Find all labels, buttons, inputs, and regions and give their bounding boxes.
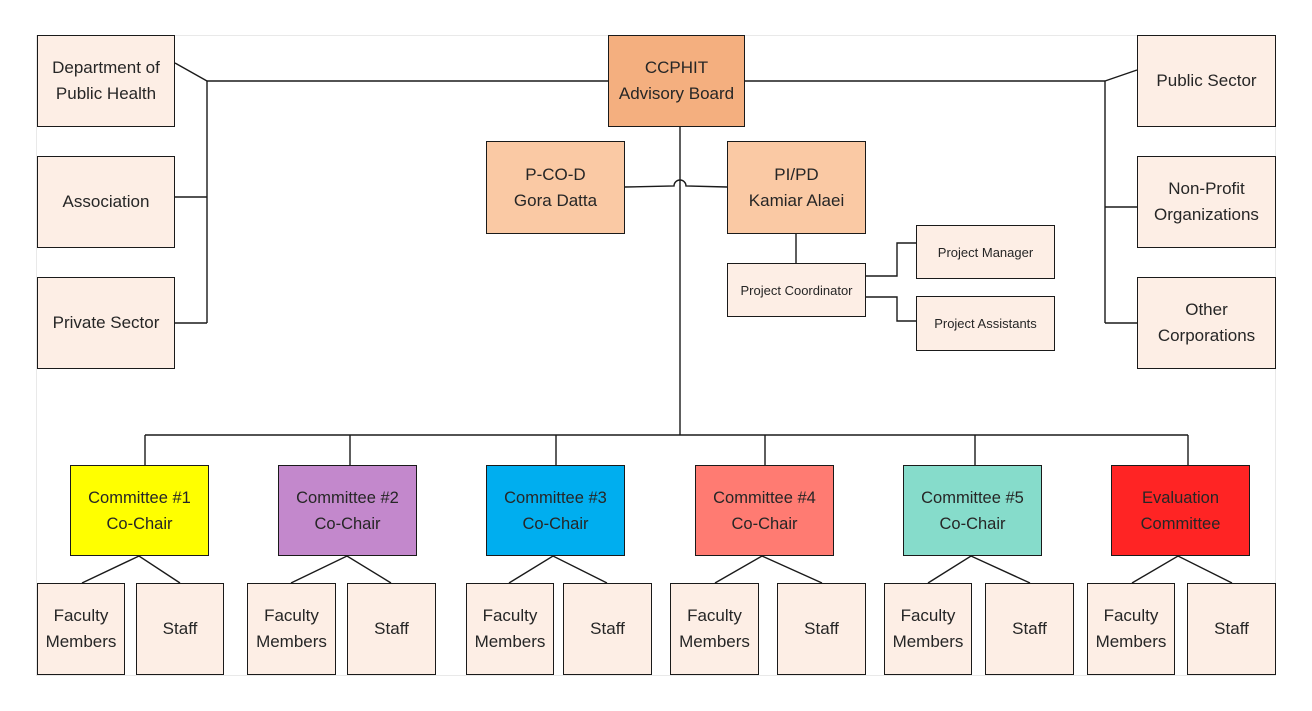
committee-label: Committee #2 Co-Chair <box>296 488 399 533</box>
faculty-members-box-3: Faculty Members <box>466 583 554 675</box>
partner-label: Other Corporations <box>1157 300 1256 345</box>
staff-box-1: Staff <box>136 583 224 675</box>
staff-label: Staff <box>1012 619 1047 638</box>
committee-label: Committee #1 Co-Chair <box>88 488 191 533</box>
committee-4-box: Committee #4 Co-Chair <box>695 465 834 556</box>
faculty-label: Faculty Members <box>679 606 750 651</box>
advisory-board: CCPHIT Advisory Board <box>608 35 745 127</box>
project-manager-label: Project Manager <box>937 244 1034 260</box>
partner-label: Private Sector <box>52 313 160 332</box>
staff-box-4: Staff <box>777 583 866 675</box>
staff-box-2: Staff <box>347 583 436 675</box>
partner-box-non-profit-organizations: Non-Profit Organizations <box>1137 156 1276 248</box>
pi-box: PI/PD Kamiar Alaei <box>727 141 866 234</box>
faculty-label: Faculty Members <box>256 606 327 651</box>
evaluation-committee-box: Evaluation Committee <box>1111 465 1250 556</box>
committee-label: Committee #4 Co-Chair <box>713 488 816 533</box>
committee-label: Evaluation Committee <box>1140 488 1221 533</box>
partner-label: Non-Profit Organizations <box>1154 179 1259 224</box>
project-coordinator-label: Project Coordinator <box>740 282 853 298</box>
faculty-label: Faculty Members <box>1095 606 1167 651</box>
partner-box-department-of-public-health: Department of Public Health <box>37 35 175 127</box>
staff-label: Staff <box>590 619 625 638</box>
partner-box-other-corporations: Other Corporations <box>1137 277 1276 369</box>
partner-label: Public Sector <box>1156 71 1257 90</box>
co-director-label: P-CO-D Gora Datta <box>513 164 598 210</box>
project-coordinator-box: Project Coordinator <box>727 263 866 317</box>
faculty-members-box-6: Faculty Members <box>1087 583 1175 675</box>
co-director-box: P-CO-D Gora Datta <box>486 141 625 234</box>
partner-label: Association <box>62 192 150 211</box>
staff-label: Staff <box>374 619 409 638</box>
project-assistants-box: Project Assistants <box>916 296 1055 351</box>
faculty-members-box-5: Faculty Members <box>884 583 972 675</box>
pi-label: PI/PD Kamiar Alaei <box>748 164 845 210</box>
committee-label: Committee #5 Co-Chair <box>921 488 1024 533</box>
staff-box-5: Staff <box>985 583 1074 675</box>
partner-box-public-sector: Public Sector <box>1137 35 1276 127</box>
committee-label: Committee #3 Co-Chair <box>504 488 607 533</box>
committee-1-box: Committee #1 Co-Chair <box>70 465 209 556</box>
staff-label: Staff <box>1214 619 1249 638</box>
partner-box-private-sector: Private Sector <box>37 277 175 369</box>
committee-3-box: Committee #3 Co-Chair <box>486 465 625 556</box>
staff-label: Staff <box>162 619 198 638</box>
staff-label: Staff <box>804 619 839 638</box>
faculty-members-box-1: Faculty Members <box>37 583 125 675</box>
partner-label: Department of Public Health <box>52 58 160 103</box>
faculty-label: Faculty Members <box>45 606 117 651</box>
project-assistants-label: Project Assistants <box>934 316 1037 331</box>
faculty-members-box-2: Faculty Members <box>247 583 336 675</box>
faculty-members-box-4: Faculty Members <box>670 583 759 675</box>
faculty-label: Faculty Members <box>474 606 546 651</box>
staff-box-6: Staff <box>1187 583 1276 675</box>
committee-5-box: Committee #5 Co-Chair <box>903 465 1042 556</box>
advisory-board-label: CCPHIT Advisory Board <box>618 58 735 103</box>
committee-2-box: Committee #2 Co-Chair <box>278 465 417 556</box>
project-manager-box: Project Manager <box>916 225 1055 279</box>
faculty-label: Faculty Members <box>892 606 964 651</box>
staff-box-3: Staff <box>563 583 652 675</box>
partner-box-association: Association <box>37 156 175 248</box>
